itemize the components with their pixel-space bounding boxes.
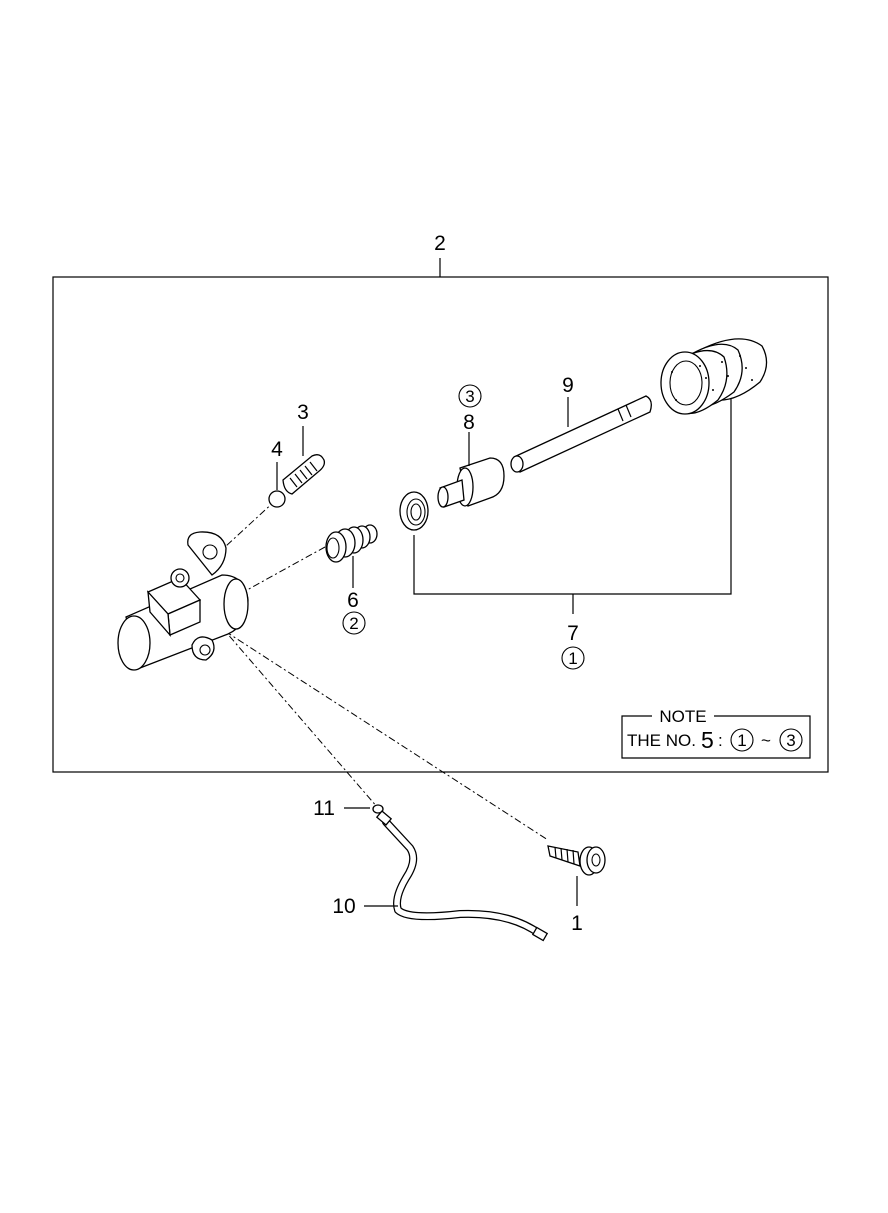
label-1[interactable]: 1 — [571, 912, 583, 935]
circled-1 — [561, 646, 585, 670]
dust-boot[interactable] — [660, 338, 768, 415]
note-box: NOTE THE NO. 5 : 1 ~ 3 — [621, 707, 811, 759]
note-prefix: THE NO. — [627, 731, 696, 750]
note-title: NOTE — [659, 707, 706, 726]
o-ring[interactable] — [372, 804, 384, 814]
label-7[interactable]: 7 — [567, 622, 579, 645]
spring[interactable] — [325, 524, 378, 563]
note-tilde: ~ — [761, 731, 771, 750]
bleeder-screw[interactable] — [282, 454, 326, 495]
label-4[interactable]: 4 — [271, 438, 283, 461]
circled-1-text: 1 — [568, 649, 577, 668]
label-3[interactable]: 3 — [297, 401, 309, 424]
label-9[interactable]: 9 — [562, 374, 574, 397]
dashed-leaders — [199, 499, 549, 841]
ball-cap[interactable] — [268, 490, 286, 508]
label-10[interactable]: 10 — [332, 895, 355, 918]
circled-3 — [458, 384, 482, 408]
label-6[interactable]: 6 — [347, 589, 359, 612]
push-rod[interactable] — [510, 395, 652, 473]
hydraulic-pipe[interactable] — [375, 810, 549, 942]
circled-2-text: 2 — [349, 614, 358, 633]
slave-cylinder[interactable] — [117, 531, 249, 671]
circled-3-text: 3 — [465, 387, 474, 406]
label-8[interactable]: 8 — [463, 411, 475, 434]
seal-ring[interactable] — [399, 491, 429, 531]
note-to: 3 — [786, 731, 795, 750]
note-colon: : — [718, 731, 723, 750]
circled-2 — [342, 611, 366, 635]
piston[interactable] — [437, 457, 505, 508]
mounting-bolt[interactable] — [547, 845, 606, 876]
note-from: 1 — [737, 731, 746, 750]
note-number: 5 — [701, 727, 714, 753]
label-2[interactable]: 2 — [434, 232, 446, 255]
label-11[interactable]: 11 — [313, 797, 335, 820]
